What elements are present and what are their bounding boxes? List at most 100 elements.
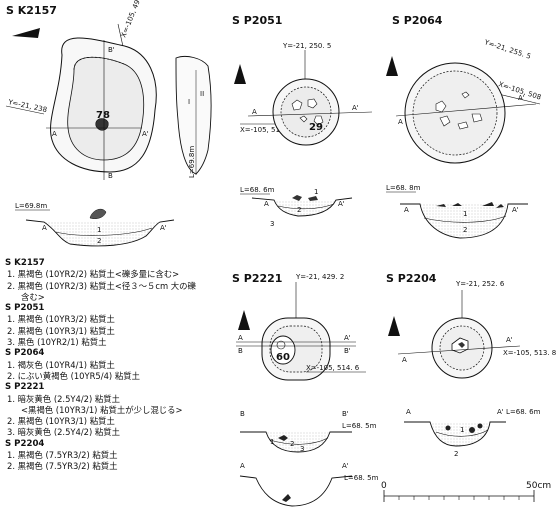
sk2157-title: S K2157 [6,4,57,17]
sp2221-label-a2: A' [344,334,351,342]
legend-item: 1. 褐灰色 (10YR4/1) 粘質土 [7,359,115,370]
sk2157-layer-i: I [188,98,190,106]
sp2221-label-b2: B' [344,347,351,355]
sp2221-layer-1: 1 [270,438,274,446]
sk2157-group: S K2157 X=-105, 497 Y=-21, 238 78 A A' B… [5,0,212,247]
sk2157-plan-inner [67,56,145,161]
sp2221-layer-3: 3 [300,445,304,453]
sp2051-title: S P2051 [232,14,282,27]
sp2051-plan-inner [280,86,332,138]
sp2204-label-a2: A' [506,336,513,344]
sp2064-layer-2: 2 [463,226,467,234]
legend-item: 3. 黒色 (10YR2/1) 粘質土 [7,337,107,348]
sp2221-coord-x: X=-105, 514. 6 [306,364,360,372]
sp2221-sec-a: A [240,462,245,470]
sp2221-title: S P2221 [232,272,282,285]
sp2221-sec-b2: B' [342,410,349,418]
sp2221-depth: 60 [276,352,290,363]
sp2051-label-a: A [252,108,257,116]
sp2051-group: S P2051 Y=-21, 250. 5 X=-105, 515 29 A A… [232,14,373,228]
sp2064-label-a: A [398,118,403,126]
legend-item: 3. 暗灰黄色 (2.5Y4/2) 粘質土 [7,427,121,438]
soil-legend: S K2157 1. 黒褐色 (10YR2/2) 粘質土<礫多量に含む> 2. … [5,258,196,473]
sp2204-sec-a2: A' [497,408,504,416]
sk2157-layer-ii: II [200,90,204,98]
sp2204-title: S P2204 [386,272,437,285]
sp2064-label-a2: A' [518,94,525,102]
sp2221-post-hole [270,335,296,365]
sk2157-label-b: B [108,172,113,180]
sp2064-layer-1: 1 [463,210,467,218]
sp2204-group: S P2204 Y=-21, 252. 6 A A' X=-105, 513. … [386,272,556,458]
legend-heading-sk2157: S K2157 [5,258,45,268]
legend-heading-sp2064: S P2064 [5,348,45,359]
sk2157-elev-section: L=69.8m [15,202,47,210]
sp2221-label-a: A [238,334,243,342]
sp2051-label-a2: A' [352,104,359,112]
legend-item: 2. 黒褐色 (10YR3/1) 粘質土 [7,325,115,336]
sp2204-layer-2: 2 [454,450,458,458]
sp2204-elev: L=68. 6m [506,408,541,416]
scale-end: 50cm [526,481,551,491]
sp2051-layer-3: 3 [270,220,274,228]
legend-item: 1. 黒褐色 (10YR2/2) 粘質土<礫多量に含む> [7,269,180,280]
sp2221-section-a [239,475,353,507]
sk2157-label-a2: A' [142,130,149,138]
legend-heading-sp2221: S P2221 [5,382,45,393]
legend-item: 2. にぶい黄褐色 (10YR5/4) 粘質土 [7,370,140,381]
sp2051-sec-a2: A' [338,200,345,208]
north-arrow-icon [386,56,398,76]
sp2051-coord-x: X=-105, 515 [240,126,284,134]
legend-item: 1. 黒褐色 (10YR3/2) 粘質土 [7,314,115,325]
sp2064-group: S P2064 Y=-21, 255. 5 X=-105, 508 A A' L… [386,14,542,239]
sp2204-label-a: A [402,356,407,364]
sp2051-layer-2: 2 [297,206,301,214]
north-arrow-icon [234,64,246,84]
sp2051-coord-y: Y=-21, 250. 5 [282,42,331,50]
sp2204-sec-a: A [406,408,411,416]
legend-heading-sp2204: S P2204 [5,438,45,449]
north-arrow-icon [12,28,40,38]
sp2204-coord-y: Y=-21, 252. 6 [455,280,505,288]
sp2221-group: S P2221 Y=-21, 429. 2 60 A B A' B' X=-10… [232,272,379,507]
sp2064-plan-inner [412,70,498,156]
sp2221-elev-b: L=68. 5m [342,422,377,430]
sk2157-stone [95,118,109,131]
sp2204-coord-x: X=-105, 513. 8 [503,349,556,357]
sp2064-sec-a2: A' [512,206,519,214]
sp2221-sec-a2: A' [342,462,349,470]
sp2064-title: S P2064 [392,14,443,27]
sp2051-sec-a: A [264,200,269,208]
scale-start: 0 [381,481,387,491]
legend-item: 1. 黒褐色 (7.5YR3/2) 粘質土 [7,450,118,461]
sk2157-sec-a2: A' [160,224,167,232]
sk2157-label-b2: B' [108,46,115,54]
sp2221-elev-a: L=68. 5m [344,474,379,482]
legend-item: 1. 暗灰黄色 (2.5Y4/2) 粘質土 [7,393,121,404]
legend-item: 2. 黒褐色 (7.5YR3/2) 粘質土 [7,461,118,472]
sk2157-depth: 78 [96,110,110,121]
sk2157-label-a: A [52,130,57,138]
sp2221-sec-b: B [240,410,245,418]
north-arrow-icon [238,310,250,330]
sk2157-layer-1: 1 [97,226,101,234]
sp2064-elev: L=68. 8m [386,184,421,192]
sk2157-layer-2: 2 [97,237,101,245]
sp2221-coord-y: Y=-21, 429. 2 [295,273,344,281]
sk2157-side-section [175,55,212,175]
legend-item: 2. 黒褐色 (10YR3/1) 粘質土 [7,416,115,427]
sp2051-layer-1: 1 [314,188,318,196]
sp2064-sec-a: A [404,206,409,214]
sk2157-coord-y: Y=-21, 238 [7,98,48,114]
north-arrow-icon [388,316,400,336]
sp2051-depth: 29 [309,122,323,133]
sk2157-elev-plan: L=69.8m [188,146,196,178]
sk2157-coord-x: X=-105, 497 [119,0,143,39]
legend-item: <黒褐色 (10YR3/1) 粘質土が少し混じる> [21,404,183,415]
sp2204-layer-1: 1 [460,426,464,434]
sk2157-sec-a: A [42,224,47,232]
legend-item: 2. 黒褐色 (10YR2/3) 粘質土<径３～５cm 大の礫 [7,280,196,291]
sp2221-label-b: B [238,347,243,355]
